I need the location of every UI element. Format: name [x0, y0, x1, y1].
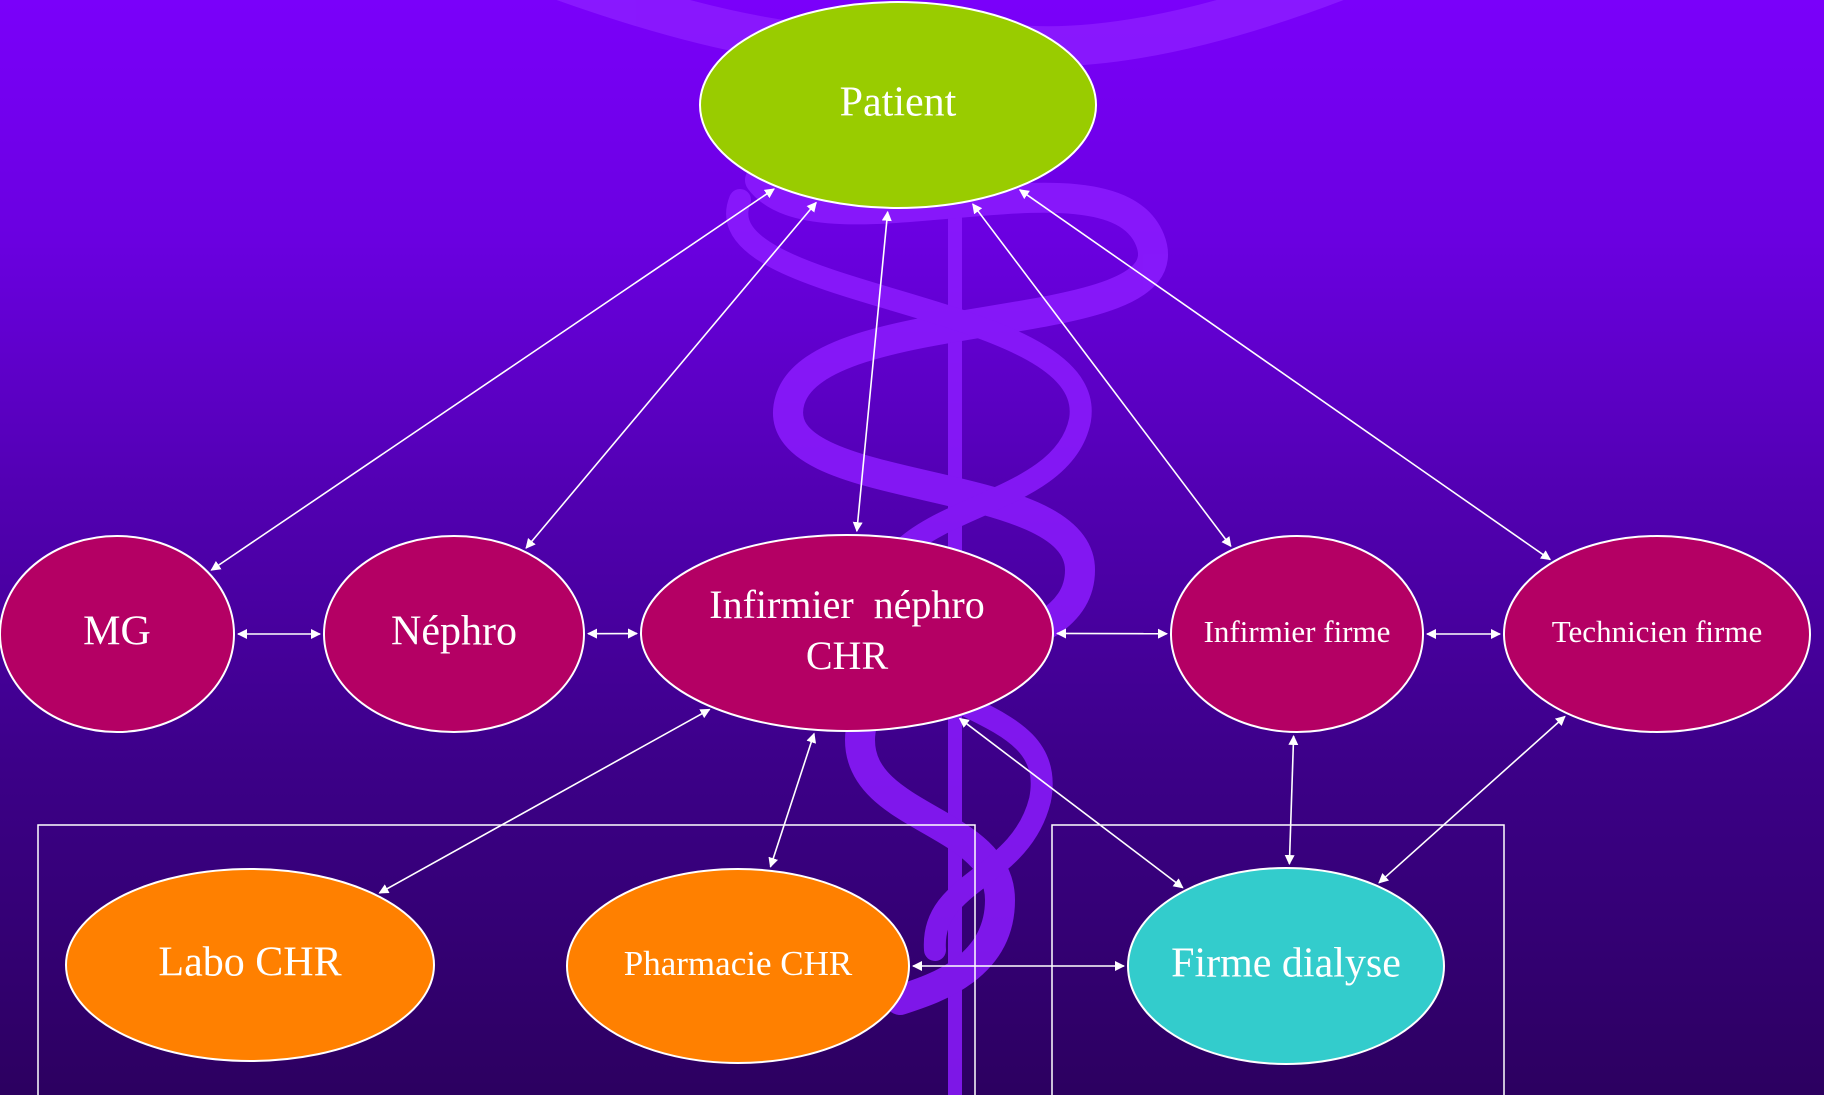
node-firme-dialyse-label: Firme dialyse — [1171, 941, 1401, 987]
node-mg-label: MG — [83, 609, 151, 655]
node-labo-chr[interactable]: Labo CHR — [65, 868, 435, 1062]
edge-technicien_firme-firme_dialyse — [1378, 715, 1566, 884]
node-labo-chr-shape — [65, 868, 435, 1062]
edge-patient-infirmier_nephro — [852, 210, 892, 533]
node-infirmier-firme-shape — [1170, 535, 1424, 733]
node-patient[interactable]: Patient — [699, 1, 1097, 209]
edge-infirmier_nephro-pharmacie_chr — [768, 732, 817, 868]
node-nephro-shape — [323, 535, 585, 733]
node-nephro-label: Néphro — [391, 609, 517, 655]
node-infirmier-nephro-label-line1: Infirmier néphro — [709, 582, 984, 627]
edge-patient-mg — [210, 188, 775, 571]
node-technicien-firme-shape — [1503, 535, 1811, 733]
node-patient-label: Patient — [840, 80, 957, 126]
node-infirmier-firme[interactable]: Infirmier firme — [1170, 535, 1424, 733]
node-pharmacie-chr[interactable]: Pharmacie CHR — [566, 868, 910, 1064]
node-technicien-firme[interactable]: Technicien firme — [1503, 535, 1811, 733]
edge-infirmier_firme-firme_dialyse — [1284, 734, 1299, 866]
edge-infirmier_nephro-labo_chr — [378, 708, 711, 894]
node-pharmacie-chr-label: Pharmacie CHR — [624, 944, 853, 983]
edges-layer — [210, 188, 1566, 971]
node-infirmier-firme-label: Infirmier firme — [1204, 614, 1391, 649]
node-mg[interactable]: MG — [0, 535, 235, 733]
node-labo-chr-label: Labo CHR — [158, 940, 341, 986]
node-technicien-firme-label: Technicien firme — [1552, 614, 1762, 649]
node-firme-dialyse[interactable]: Firme dialyse — [1127, 867, 1445, 1065]
edge-patient-nephro — [525, 201, 817, 549]
node-pharmacie-chr-shape — [566, 868, 910, 1064]
node-infirmier-nephro-shape — [640, 534, 1054, 732]
node-infirmier-nephro[interactable]: Infirmier néphro CHR — [640, 534, 1054, 732]
node-infirmier-nephro-label-line2: CHR — [806, 633, 889, 678]
node-firme-dialyse-shape — [1127, 867, 1445, 1065]
edge-infirmier_nephro-firme_dialyse — [958, 717, 1184, 889]
node-mg-shape — [0, 535, 235, 733]
node-patient-shape — [699, 1, 1097, 209]
node-nephro[interactable]: Néphro — [323, 535, 585, 733]
edge-patient-technicien_firme — [1018, 189, 1552, 561]
